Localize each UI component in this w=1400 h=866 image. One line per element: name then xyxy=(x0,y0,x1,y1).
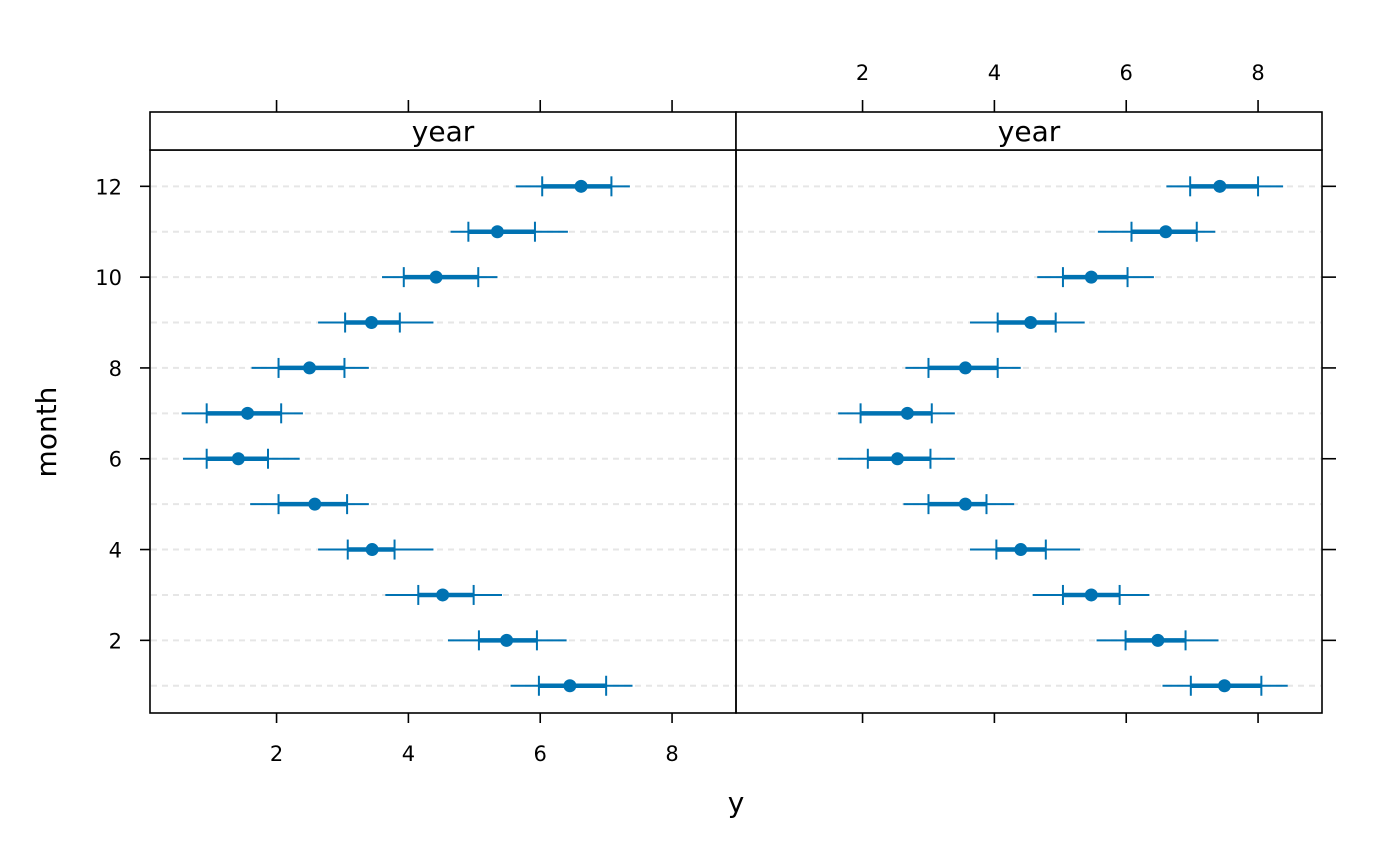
x-axis-label: y xyxy=(728,786,745,819)
y-tick-label: 12 xyxy=(95,175,122,199)
median-point xyxy=(890,452,904,466)
x-tick-label: 6 xyxy=(1120,61,1133,85)
panel-left-strip xyxy=(149,111,737,151)
median-point xyxy=(308,497,322,511)
y-tick-label: 10 xyxy=(95,266,122,290)
panel-left-strip-label: year xyxy=(412,115,475,148)
x-tick-label: 6 xyxy=(534,742,547,766)
y-tick-label: 2 xyxy=(109,629,122,653)
median-point xyxy=(490,225,504,239)
x-tick-label: 8 xyxy=(1251,61,1264,85)
y-tick-label: 4 xyxy=(109,539,122,563)
panel-left-frame xyxy=(149,149,737,714)
median-point xyxy=(429,270,443,284)
x-tick-label: 2 xyxy=(270,742,283,766)
median-point xyxy=(364,316,378,330)
panel-right-strip-label: year xyxy=(998,115,1061,148)
data-marks xyxy=(181,176,1288,696)
panel-left: year xyxy=(149,111,737,714)
reference-lines xyxy=(151,185,1321,687)
median-point xyxy=(241,406,255,420)
median-point xyxy=(574,179,588,193)
axis-ticks: 2 2 4 4 6 6 8 8 2 4 6 8 10 12 xyxy=(95,61,1336,766)
x-tick-label: 8 xyxy=(665,742,678,766)
median-point xyxy=(1217,679,1231,693)
y-tick-label: 8 xyxy=(109,357,122,381)
median-point xyxy=(231,452,245,466)
y-tick-label: 6 xyxy=(109,448,122,472)
median-point xyxy=(958,361,972,375)
median-point xyxy=(900,406,914,420)
y-axis-label: month xyxy=(30,387,63,478)
median-point xyxy=(958,497,972,511)
median-point xyxy=(436,588,450,602)
median-point xyxy=(365,543,379,557)
median-point xyxy=(1084,588,1098,602)
median-point xyxy=(1159,225,1173,239)
panel-right-strip xyxy=(735,111,1323,151)
median-point xyxy=(1084,270,1098,284)
panel-right-frame xyxy=(735,149,1323,714)
median-point xyxy=(303,361,317,375)
median-point xyxy=(563,679,577,693)
x-tick-label: 4 xyxy=(988,61,1001,85)
median-point xyxy=(1213,179,1227,193)
x-tick-label: 2 xyxy=(856,61,869,85)
median-point xyxy=(1151,633,1165,647)
x-tick-label: 4 xyxy=(402,742,415,766)
panel-right: year xyxy=(735,111,1323,714)
median-point xyxy=(1024,316,1038,330)
median-point xyxy=(1014,543,1028,557)
median-point xyxy=(500,633,514,647)
